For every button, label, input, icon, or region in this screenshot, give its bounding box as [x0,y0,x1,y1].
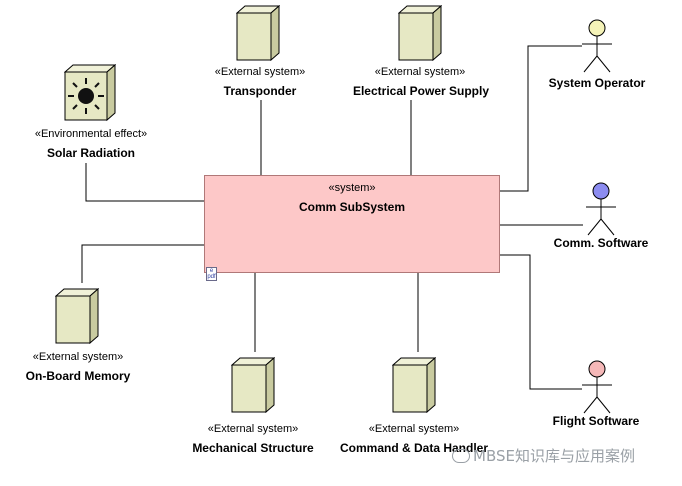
transponder-name: Transponder [223,84,297,98]
mechanical-name: Mechanical Structure [192,441,314,455]
connector-flight-software [500,254,582,390]
comm-software-name: Comm. Software [553,236,649,250]
onboard-memory-stereotype: «External system» [32,351,124,363]
flight-software-name: Flight Software [552,414,640,428]
electrical-power-stereotype: «External system» [374,66,466,78]
system-stereotype: «system» [328,182,376,194]
cdh-block-icon[interactable] [392,357,436,413]
connector-solar [85,163,204,202]
watermark: MBSE知识库与应用案例 [452,445,635,466]
cdh-stereotype: «External system» [368,423,460,435]
electrical-power-name: Electrical Power Supply [352,84,490,98]
solar-stereotype: «Environmental effect» [34,128,148,140]
cdh-name: Command & Data Handler [339,441,489,455]
mechanical-block-icon[interactable] [231,357,275,413]
mechanical-stereotype: «External system» [207,423,299,435]
system-block[interactable]: «system» Comm SubSystem [204,175,500,273]
connector-system-operator [500,45,582,192]
solar-name: Solar Radiation [46,146,136,160]
sun-icon [68,78,104,114]
watermark-text: MBSE知识库与应用案例 [473,447,635,465]
electrical-power-block-icon[interactable] [398,5,442,61]
connector-onboard-memory [81,244,204,283]
comm-software-actor-icon[interactable] [580,181,622,237]
wechat-icon [452,449,470,463]
system-operator-actor-icon[interactable] [576,18,618,74]
solar-radiation-block-icon[interactable] [64,64,116,122]
transponder-block-icon[interactable] [236,5,280,61]
onboard-memory-block-icon[interactable] [55,288,99,344]
onboard-memory-name: On-Board Memory [25,369,131,383]
system-operator-name: System Operator [548,76,646,90]
transponder-stereotype: «External system» [214,66,306,78]
system-name: Comm SubSystem [298,200,406,214]
flight-software-actor-icon[interactable] [576,359,618,415]
